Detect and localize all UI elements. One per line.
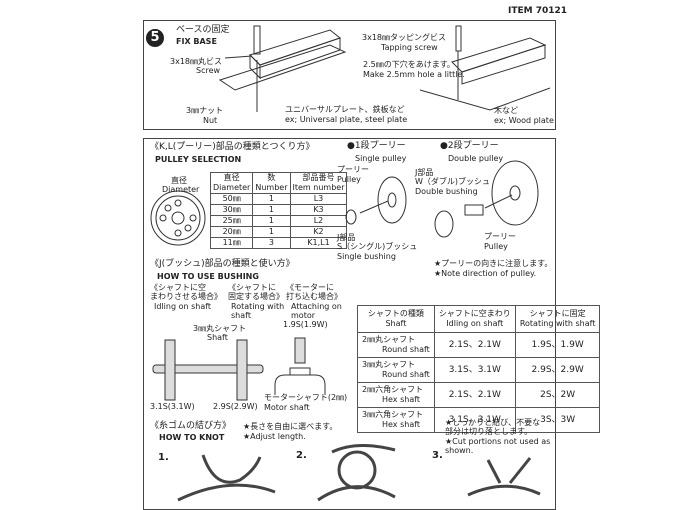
diameter-en: Diameter bbox=[162, 185, 200, 194]
adjust-length-jp: ★長さを自由に選べます。 bbox=[243, 422, 338, 431]
rotating-case-en: Rotating with shaft bbox=[231, 302, 285, 320]
bushing-size-cell: 2S、2W bbox=[514, 382, 601, 408]
bushing-title-jp: 《J(ブッシュ)部品の種類と使い方》 bbox=[150, 259, 295, 269]
pulley-label-en: Pulley bbox=[337, 175, 361, 184]
pulley-assembly-illustration bbox=[345, 160, 539, 238]
shaft-label-en: Shaft bbox=[207, 333, 228, 342]
knot-title-jp: 《糸ゴムの結び方》 bbox=[150, 421, 232, 431]
bushing-size-cell: 2.1S、2.1W bbox=[433, 332, 516, 358]
step-title-en: FIX BASE bbox=[176, 37, 217, 46]
j-part-label: J部品 bbox=[337, 233, 356, 242]
pulley-title-jp: 《K,L(プーリー)部品の種類とつくり方》 bbox=[150, 142, 315, 152]
single-bushing-en: Single bushing bbox=[337, 252, 396, 261]
tap-screw-jp: 3x18㎜タッピングビス bbox=[362, 33, 447, 42]
table-cell: 20㎜ bbox=[209, 226, 254, 238]
adjust-length-en: ★Adjust length. bbox=[243, 432, 306, 441]
wood-label-jp: 木など bbox=[494, 106, 518, 115]
motor-shaft-jp: モーターシャフト(2㎜) bbox=[264, 393, 348, 402]
bushing-illustration bbox=[152, 337, 326, 401]
j-part-label-2: J部品 bbox=[415, 168, 434, 177]
note-direction-jp: ★プーリーの向きに注意します。 bbox=[434, 259, 553, 268]
double-bushing-en: Double bushing bbox=[415, 187, 478, 196]
idling-case-jp: 《シャフトに空 まわりさせる場合》 bbox=[150, 283, 222, 301]
bushing-size-cell: 3.1S、3.1W bbox=[433, 407, 516, 433]
pulley-title-en: PULLEY SELECTION bbox=[155, 155, 242, 164]
motor-case-jp: 《モーターに 打ち込む場合》 bbox=[286, 283, 342, 301]
knot-title-en: HOW TO KNOT bbox=[159, 433, 225, 442]
screw-label-jp: 3x18㎜丸ビス bbox=[170, 57, 223, 66]
bushing-title-en: HOW TO USE BUSHING bbox=[157, 272, 259, 281]
screw-label-en: Screw bbox=[196, 66, 221, 75]
double-bushing-jp: W（ダブル)ブッシュ bbox=[415, 177, 491, 186]
rotating-case-jp: 《シャフトに 固定する場合》 bbox=[228, 283, 284, 301]
step-title-jp: ベースの固定 bbox=[176, 25, 230, 35]
step-number-badge: 5 bbox=[146, 29, 164, 47]
pulley-wheel-icon bbox=[150, 190, 206, 246]
table-cell: K1,L1 bbox=[289, 237, 348, 249]
tap-screw-en: Tapping screw bbox=[381, 43, 438, 52]
knot-step-3: 3. bbox=[432, 450, 443, 461]
double-pulley-en: Double pulley bbox=[448, 154, 504, 163]
nut-label-en: Nut bbox=[203, 116, 218, 125]
note-direction-en: ★Note direction of pulley. bbox=[434, 269, 537, 278]
single-bushing-jp: S（シングル)ブッシュ bbox=[337, 242, 418, 251]
bushing-size-cell: 3.1S、3.1W bbox=[433, 357, 516, 383]
table-cell: 3 bbox=[252, 237, 291, 249]
idle-bushing-size: 3.1S(3.1W) bbox=[150, 402, 195, 411]
rotate-bushing-size: 2.9S(2.9W) bbox=[213, 402, 258, 411]
idling-case-en: Idling on shaft bbox=[154, 302, 212, 311]
pulley-label-2-jp: プーリー bbox=[484, 232, 516, 241]
motor-shaft-en: Motor shaft bbox=[264, 403, 310, 412]
cut-note-jp: ★しっかりと結び、不要な 部分は切り落とします。 bbox=[445, 418, 541, 436]
bushing-size-cell: 3S、3W bbox=[514, 407, 601, 433]
fix-base-illustration bbox=[218, 25, 551, 112]
table-cell: 11㎜ bbox=[209, 237, 254, 249]
cut-note-en: ★Cut portions not used as shown. bbox=[445, 437, 551, 455]
diameter-jp: 直径 bbox=[171, 176, 187, 185]
motor-bushing-size: 1.9S(1.9W) bbox=[283, 320, 328, 329]
nut-label-jp: 3㎜ナット bbox=[186, 106, 224, 115]
pulley-label-2-en: Pulley bbox=[484, 242, 508, 251]
knot-step-1: 1. bbox=[158, 452, 169, 463]
pulley-label-jp: プーリー bbox=[337, 165, 369, 174]
double-pulley-jp: ●2段プーリー bbox=[440, 141, 499, 151]
hole-label-en: Make 2.5mm hole a little. bbox=[363, 70, 465, 79]
shaft-label-jp: 3㎜丸シャフト bbox=[193, 324, 247, 333]
item-number: ITEM 70121 bbox=[508, 6, 568, 16]
plate-label-en: ex; Universal plate, steel plate bbox=[285, 115, 408, 124]
knot-step-2: 2. bbox=[296, 450, 307, 461]
step5-panel bbox=[143, 20, 556, 130]
hole-label-jp: 2.5㎜の下穴をあけます。 bbox=[363, 60, 455, 69]
single-pulley-jp: ●1段プーリー bbox=[347, 141, 406, 151]
wood-label-en: ex; Wood plate bbox=[494, 116, 554, 125]
single-pulley-en: Single pulley bbox=[355, 154, 407, 163]
plate-label-jp: ユニバーサルプレート、鉄板など bbox=[285, 105, 405, 114]
motor-case-en: Attaching on motor bbox=[291, 302, 342, 320]
